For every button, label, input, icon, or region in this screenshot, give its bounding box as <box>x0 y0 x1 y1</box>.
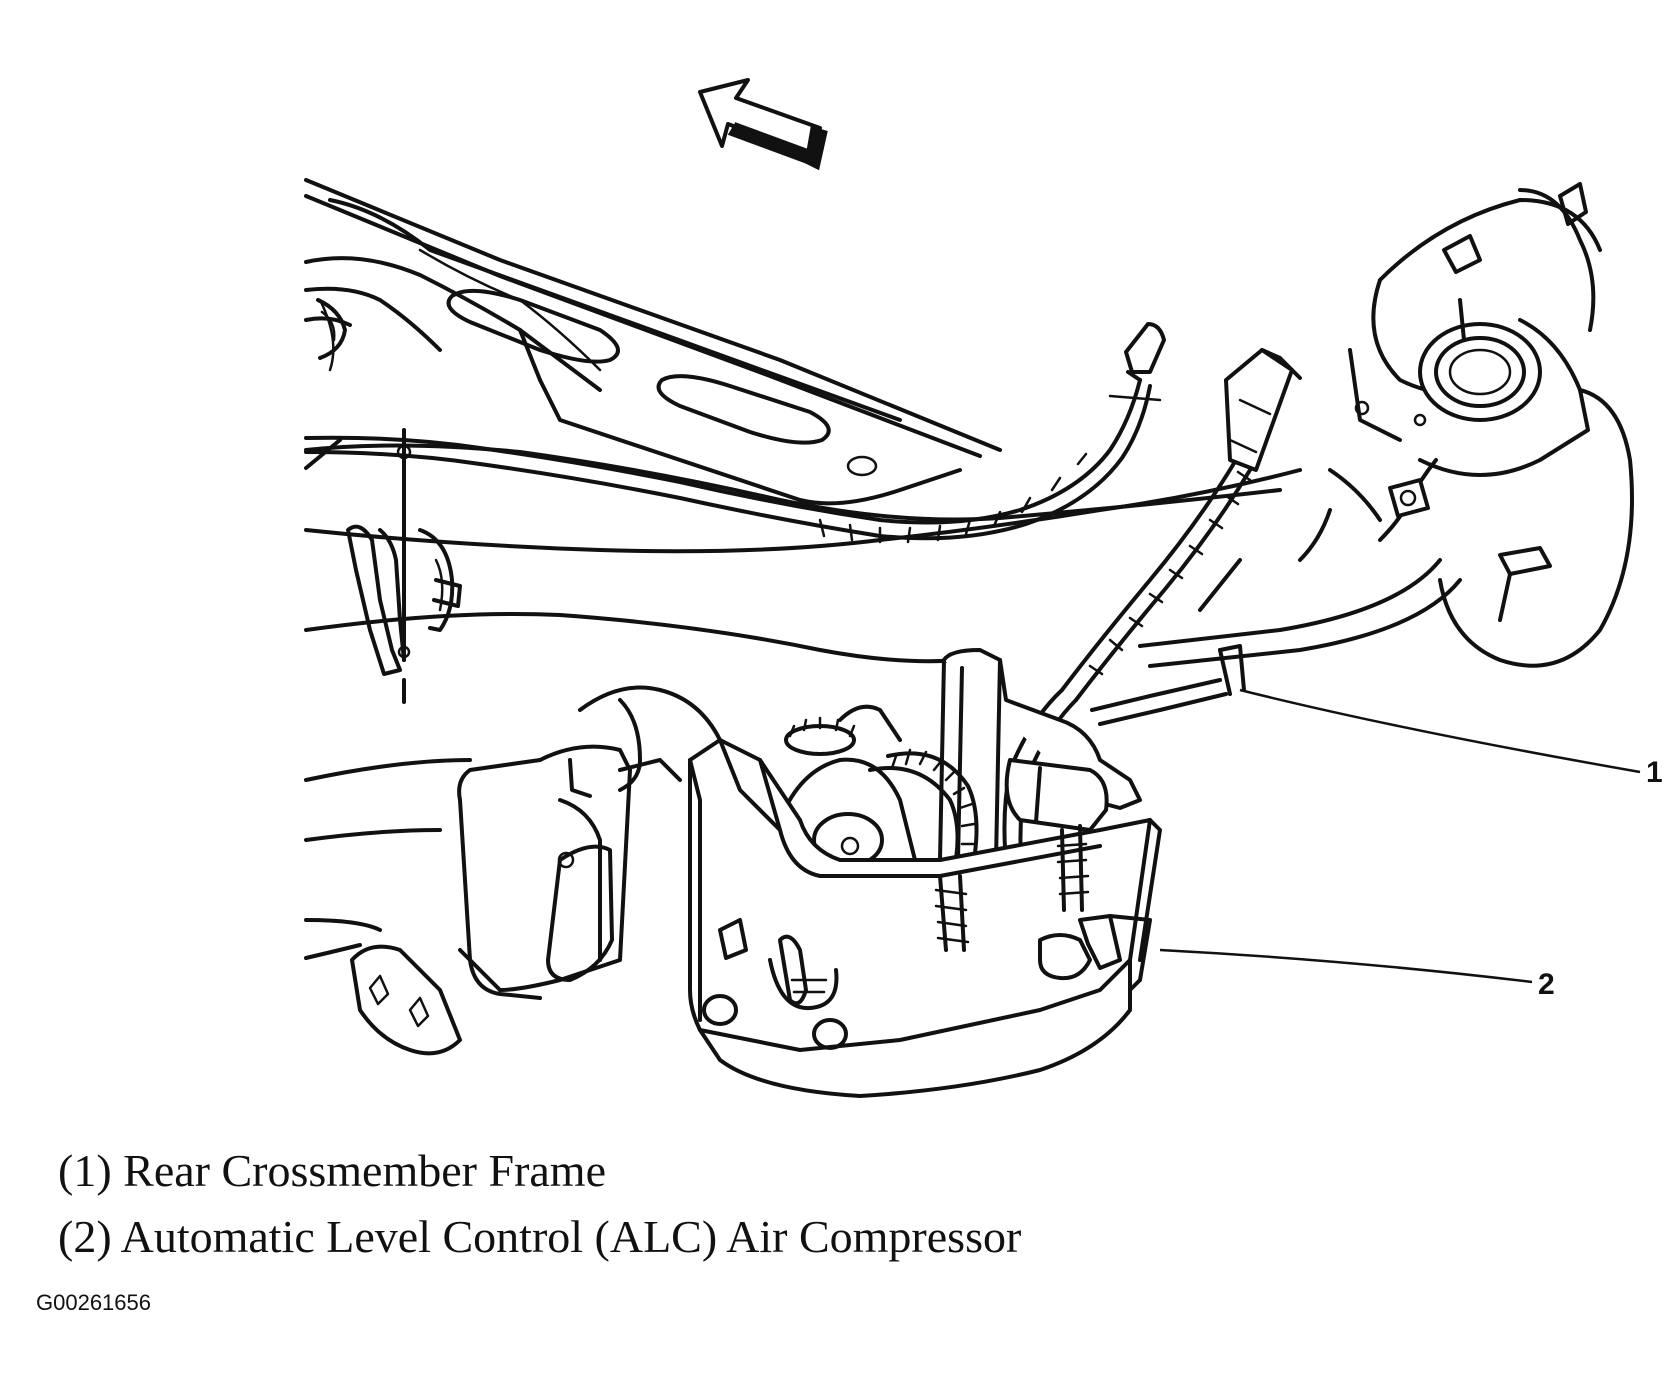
forward-direction-arrow-icon <box>698 78 828 171</box>
right-shock-mount <box>1328 182 1634 668</box>
callout-number-2: 2 <box>1538 968 1555 1001</box>
left-hanger-bracket <box>346 428 462 704</box>
legend-item-2: (2) Automatic Level Control (ALC) Air Co… <box>58 1211 1022 1262</box>
upper-body-panel <box>304 178 1002 506</box>
legend-item-1: (1) Rear Crossmember Frame <box>58 1145 607 1196</box>
wiring-harness <box>304 322 1166 544</box>
rear-crossmember-frame <box>304 438 1462 960</box>
callout-2: 2 <box>1159 948 1555 1001</box>
legend: (1) Rear Crossmember Frame (2) Automatic… <box>58 1138 1021 1270</box>
compressor-harness <box>1002 348 1302 922</box>
callout-number-1: 1 <box>1646 756 1663 789</box>
left-frame-rail <box>304 685 722 1056</box>
figure-id: G00261656 <box>36 1290 151 1315</box>
alc-air-compressor <box>688 644 1246 1098</box>
callout-1: 1 <box>1239 688 1663 789</box>
